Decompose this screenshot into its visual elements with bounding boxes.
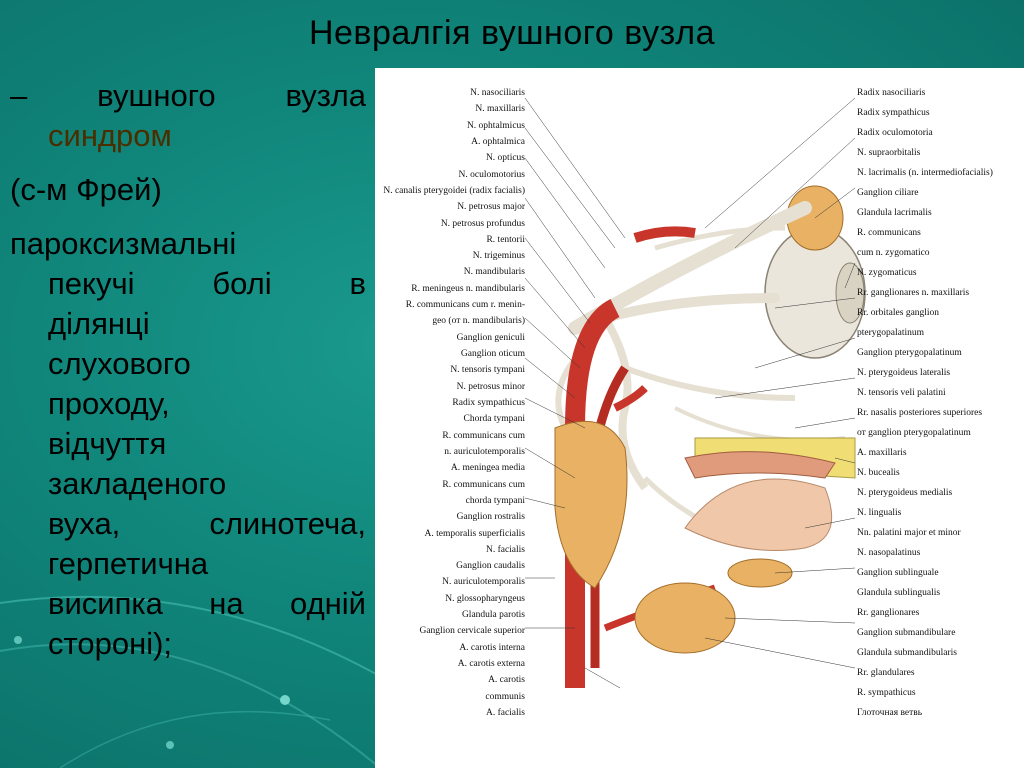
figure-label: N. petrosus minor [457, 382, 525, 393]
text-line: вуха, слинотеча, [10, 504, 366, 544]
figure-label: R. communicans cum r. menin- [406, 300, 525, 311]
figure-label: geo (от n. mandibularis) [432, 316, 525, 327]
figure-label: A. temporalis superficialis [424, 529, 525, 540]
figure-label: Rr. ganglionares n. maxillaris [857, 288, 969, 299]
text-line: (с-м Фрей) [10, 170, 366, 210]
figure-label: Radix nasociliaris [857, 88, 925, 99]
figure-label: Ganglion caudalis [456, 561, 525, 572]
figure-label: N. bucealis [857, 468, 900, 479]
figure-label: N. lacrimalis (n. intermediofacialis) [857, 168, 993, 179]
figure-label: A. meningea media [451, 463, 525, 474]
figure-label: N. ophtalmicus [467, 121, 525, 132]
text-line: герпетична [10, 544, 366, 584]
figure-label: cum n. zygomatico [857, 248, 930, 259]
figure-label: Ganglion submandibulare [857, 628, 955, 639]
figure-label: N. zygomaticus [857, 268, 917, 279]
figure-label: R. communicans [857, 228, 921, 239]
figure-label: N. facialis [486, 545, 525, 556]
figure-label: R. communicans cum [442, 480, 525, 491]
figure-label: A. maxillaris [857, 448, 907, 459]
figure-label: Rr. nasalis posteriores superiores [857, 408, 982, 419]
figure-label: Rr. ganglionares [857, 608, 919, 619]
decorative-dot [280, 695, 290, 705]
figure-label: N. tensoris tympani [450, 365, 525, 376]
text-line: проходу, [10, 384, 366, 424]
text-line: синдром [10, 116, 366, 156]
figure-label: Nn. palatini major et minor [857, 528, 961, 539]
figure-label: A. carotis interna [459, 643, 525, 654]
figure-label: Rr. glandulares [857, 668, 915, 679]
figure-label: R. sympathicus [857, 688, 916, 699]
figure-label: Chorda tympani [464, 414, 525, 425]
figure-label: Ganglion oticum [461, 349, 525, 360]
figure-label: chorda tympani [466, 496, 525, 507]
figure-label: от ganglion pterygopalatinum [857, 428, 971, 439]
figure-label: N. oculomotorius [459, 170, 526, 181]
text-line: ділянці [10, 304, 366, 344]
figure-label: Ganglion cervicale superior [419, 626, 525, 637]
figure-label: N. lingualis [857, 508, 901, 519]
figure-label: N. pterygoideus medialis [857, 488, 952, 499]
figure-label: N. petrosus profundus [441, 219, 525, 230]
figure-label: n. auriculotemporalis [444, 447, 525, 458]
figure-label: Ganglion sublinguale [857, 568, 939, 579]
figure-label: Glandula submandibularis [857, 648, 957, 659]
figure-label: Glandula parotis [462, 610, 525, 621]
figure-label: N. mandibularis [464, 267, 525, 278]
slide-body-text: – вушного вузла синдром (с-м Фрей) парок… [10, 76, 366, 664]
figure-label: Rr. orbitales ganglion [857, 308, 939, 319]
figure-label: N. supraorbitalis [857, 148, 920, 159]
figure-label: Radix sympathicus [857, 108, 930, 119]
figure-label: N. nasociliaris [470, 88, 525, 99]
figure-label: N. petrosus major [457, 202, 525, 213]
text-line: слухового [10, 344, 366, 384]
figure-label: Radix sympathicus [452, 398, 525, 409]
figure-label: N. pterygoideus lateralis [857, 368, 950, 379]
figure-label: pterygopalatinum [857, 328, 924, 339]
decorative-dot [166, 741, 174, 749]
figure-label: Ganglion geniculi [457, 333, 525, 344]
figure-label: A. carotis [488, 675, 525, 686]
text-line: закладеного [10, 464, 366, 504]
anatomy-illustration: N. nasociliaris N. maxillaris N. ophtalmic… [375, 68, 1024, 768]
figure-label: Ganglion rostralis [457, 512, 525, 523]
figure-label: N. trigeminus [473, 251, 525, 262]
figure-label: R. communicans cum [442, 431, 525, 442]
figure-label: Glandula sublingualis [857, 588, 940, 599]
figure-label: Ganglion ciliare [857, 188, 918, 199]
text-line: пароксизмальні [10, 224, 366, 264]
text-line: пекучі болі в [10, 264, 366, 304]
figure-label: N. canalis pterygoidei (radix facialis) [383, 186, 525, 197]
text-line: відчуття [10, 424, 366, 464]
figure-label: N. tensoris veli palatini [857, 388, 946, 399]
text-line: – вушного вузла [10, 76, 366, 116]
figure-label: N. maxillaris [475, 104, 525, 115]
figure-label: R. meningeus n. mandibularis [411, 284, 525, 295]
figure-label: A. carotis externa [458, 659, 525, 670]
figure-label: Ganglion pterygopalatinum [857, 348, 962, 359]
figure-label: A. facialis [486, 708, 525, 719]
figure-label: A. ophtalmica [471, 137, 525, 148]
figure-label: N. auriculotemporalis [442, 577, 525, 588]
figure-label: Glandula lacrimalis [857, 208, 932, 219]
figure-label: communis [485, 692, 525, 703]
text-line: висипка на одній [10, 584, 366, 624]
figure-label: R. tentorii [486, 235, 525, 246]
text-line: стороні); [10, 624, 366, 664]
slide-title: Невралгія вушного вузла [0, 14, 1024, 53]
figure-label: N. glossopharyngeus [445, 594, 525, 605]
figure-label: N. nasopalatinus [857, 548, 920, 559]
figure-label: N. opticus [486, 153, 525, 164]
figure-label: Radix oculomotoria [857, 128, 933, 139]
figure-label: Глоточная ветвь [857, 708, 922, 719]
